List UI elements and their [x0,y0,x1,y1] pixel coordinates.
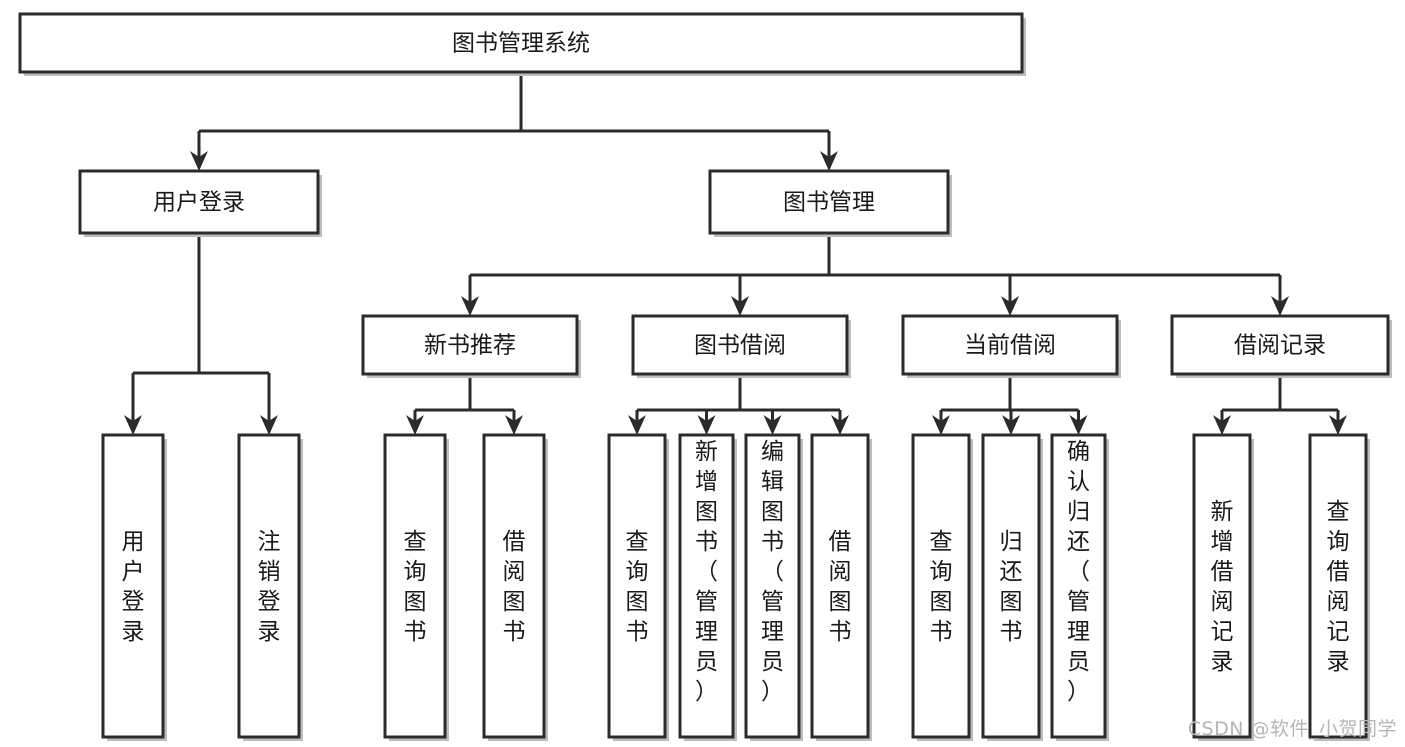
edge-arrowhead [406,415,424,435]
node-label-vertical: 借阅图书 [829,529,852,645]
node-box [482,433,546,739]
node-label-vertical: 借阅图书 [503,529,526,645]
node-label-vertical: 用户登录 [122,529,145,645]
node-box [631,314,849,376]
edge-arrowhead [1069,415,1088,435]
leaf-node-leaf-logout[interactable]: 注销登录 [237,433,303,741]
node-box [744,433,801,739]
node-box [607,433,667,739]
node-box [901,314,1119,376]
node-box [911,433,971,739]
node-box [810,433,870,739]
node-box [237,433,301,739]
leaf-node-leaf-borrow-book-1[interactable]: 借阅图书 [482,433,548,741]
node-label-vertical: 注销登录 [258,529,281,645]
leaf-node-leaf-confirm-return-admin[interactable]: 确认归还（管理员） [1050,433,1109,741]
node-box [678,433,735,739]
edge-arrowhead [932,415,950,435]
node-label-vertical: 查询图书 [626,529,649,645]
node-label: 当前借阅 [964,333,1056,359]
edge-arrowhead [763,415,782,435]
edge-arrowhead [628,415,646,435]
node-label: 用户登录 [153,190,245,216]
node-box [101,433,165,739]
root-node-root[interactable]: 图书管理系统 [18,12,1026,76]
leaf-node-leaf-user-login[interactable]: 用户登录 [101,433,167,741]
node-label-vertical: 查询图书 [930,529,953,645]
edge-arrowhead [731,296,749,316]
node-box [78,169,320,235]
edge-arrowhead [1271,296,1289,316]
node-box [361,314,579,376]
node-box [1192,433,1252,739]
node-box [708,169,950,235]
level3-node-current-borrow[interactable]: 当前借阅 [901,314,1121,378]
connector-edges-layer [124,72,1347,435]
diagram-nodes-layer: 图书管理系统用户登录图书管理新书推荐图书借阅当前借阅借阅记录用户登录注销登录查询… [18,12,1392,741]
edge-arrowhead [190,151,208,171]
leaf-node-leaf-query-borrow-record[interactable]: 查询借阅记录 [1308,433,1370,741]
leaf-node-leaf-add-borrow-record[interactable]: 新增借阅记录 [1192,433,1254,741]
node-label-vertical: 归还图书 [1000,529,1023,645]
edge-arrowhead [1329,415,1347,435]
edge-arrowhead [124,415,142,435]
level3-node-book-borrow[interactable]: 图书借阅 [631,314,851,378]
edge-arrowhead [260,415,278,435]
edge-arrowhead [1001,296,1019,316]
level2-node-book-manage[interactable]: 图书管理 [708,169,952,237]
node-box [1050,433,1107,739]
leaf-node-leaf-return-book[interactable]: 归还图书 [981,433,1043,741]
node-label-vertical: 编辑图书（管理员） [761,439,784,705]
node-label-vertical: 新增图书（管理员） [695,439,718,705]
leaf-node-leaf-query-book-1[interactable]: 查询图书 [383,433,449,741]
leaf-node-leaf-add-book-admin[interactable]: 新增图书（管理员） [678,433,737,741]
node-box [981,433,1041,739]
edge-arrowhead [505,415,523,435]
edge-arrowhead [820,151,838,171]
leaf-node-leaf-query-book-2[interactable]: 查询图书 [607,433,669,741]
node-label-vertical: 查询图书 [404,529,427,645]
node-label: 图书借阅 [694,333,786,359]
node-label: 新书推荐 [424,333,516,359]
node-label: 图书管理 [783,190,875,216]
edge-arrowhead [461,296,479,316]
leaf-node-leaf-query-book-3[interactable]: 查询图书 [911,433,973,741]
node-box [383,433,447,739]
leaf-node-leaf-borrow-book-2[interactable]: 借阅图书 [810,433,872,741]
node-label-vertical: 新增借阅记录 [1211,499,1234,675]
edge-arrowhead [697,415,716,435]
level3-node-borrow-record[interactable]: 借阅记录 [1170,314,1392,378]
edge-arrowhead [831,415,849,435]
node-box [1170,314,1390,376]
node-label: 借阅记录 [1234,333,1326,359]
node-label-vertical: 查询借阅记录 [1327,499,1350,675]
edge-arrowhead [1002,415,1020,435]
node-label-vertical: 确认归还（管理员） [1067,439,1090,705]
leaf-node-leaf-edit-book-admin[interactable]: 编辑图书（管理员） [744,433,803,741]
level3-node-new-book-recommend[interactable]: 新书推荐 [361,314,581,378]
node-box [18,12,1024,74]
level2-node-user-login[interactable]: 用户登录 [78,169,322,237]
edge-arrowhead [1213,415,1231,435]
node-label: 图书管理系统 [452,31,590,57]
node-box [1308,433,1368,739]
